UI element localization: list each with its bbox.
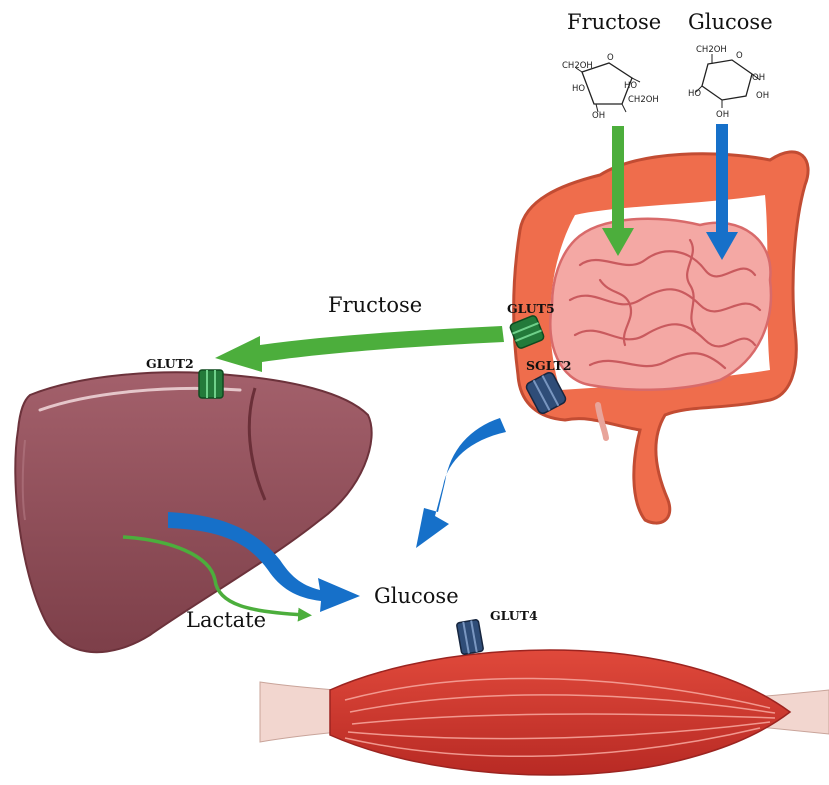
glucose-oh-lower-right: OH: [756, 91, 769, 101]
glucose-ch2oh-top: CH2OH: [696, 45, 727, 55]
fructose-ho-right: HO: [624, 81, 637, 91]
label-sglt2: SGLT2: [526, 358, 571, 373]
fructose-ch2oh-right: CH2OH: [628, 95, 659, 105]
label-fructose-mid: Fructose: [328, 293, 422, 317]
label-glut4: GLUT4: [490, 608, 538, 623]
fructose-to-liver-arrow: [215, 326, 504, 372]
glucose-oh-bottom: OH: [716, 110, 729, 120]
label-fructose-top: Fructose: [567, 10, 661, 34]
glucose-ring-oxygen: O: [736, 51, 743, 61]
intestine: [514, 152, 808, 523]
label-glut2: GLUT2: [146, 356, 194, 371]
fructose-structure: CH2OH O HO HO CH2OH OH: [562, 53, 659, 121]
label-glut5: GLUT5: [507, 301, 555, 316]
label-lactate: Lactate: [186, 608, 266, 632]
fructose-ch2oh-left: CH2OH: [562, 61, 593, 71]
glucose-from-intestine-arrow: [416, 418, 506, 548]
fructose-ring-oxygen: O: [607, 53, 614, 63]
muscle: [260, 650, 829, 775]
fructose-oh-bottom: OH: [592, 111, 605, 121]
glucose-oh-right: OH: [752, 73, 765, 83]
fructose-ho-left: HO: [572, 84, 585, 94]
glucose-ho-left: HO: [688, 89, 701, 99]
glut4-transporter: [456, 619, 483, 654]
glut2-transporter: [199, 370, 223, 398]
label-glucose-center: Glucose: [374, 584, 459, 608]
glucose-structure: CH2OH O OH HO OH OH: [688, 45, 769, 120]
label-glucose-top: Glucose: [688, 10, 773, 34]
